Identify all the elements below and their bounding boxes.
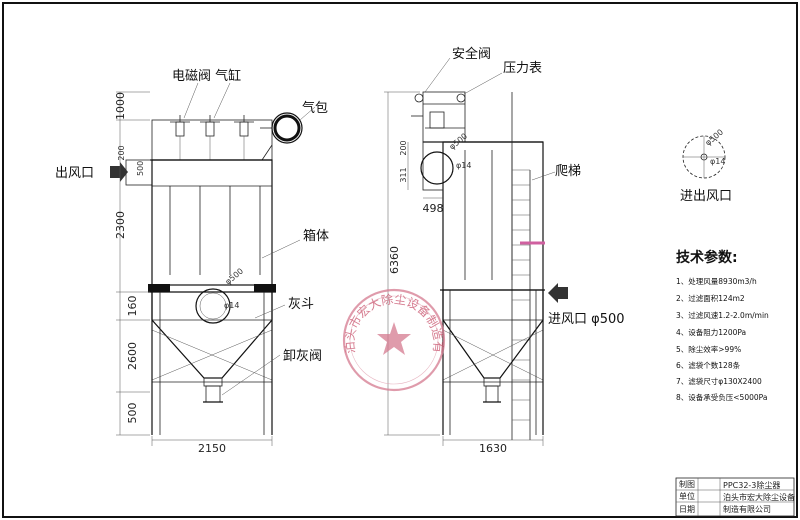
spec-item: 6、滤袋个数128条 <box>676 360 741 370</box>
dim-leg-500: 500 <box>126 403 139 424</box>
pressure-gauge-icon <box>456 93 466 103</box>
dim-hopper-2600: 2600 <box>126 342 139 370</box>
dim-side-200: 200 <box>399 140 408 155</box>
dim-top-1000: 1000 <box>114 92 127 120</box>
safety-valve-icon <box>414 93 424 103</box>
dim-side-311: 311 <box>399 167 408 182</box>
label-discharge-valve: 卸灰阀 <box>283 348 322 364</box>
label-hopper: 灰斗 <box>288 297 314 312</box>
dim-side-498: 498 <box>423 202 444 215</box>
spec-item: 7、滤袋尺寸φ130X2400 <box>676 376 762 386</box>
inlet-arrow-icon <box>548 283 568 303</box>
side-flange-small: φ14 <box>456 161 471 170</box>
inlet-flange-icon <box>195 288 231 324</box>
side-hopper <box>442 290 544 379</box>
specs-title: 技术参数: <box>676 249 738 266</box>
dim-front-width: 2150 <box>198 442 226 455</box>
spec-item: 2、过滤面积124m2 <box>676 293 745 303</box>
label-solenoid-cylinder: 电磁阀 气缸 <box>172 68 241 84</box>
title-row-unit: 单位 <box>679 491 695 501</box>
flange-detail: φ500 φ14 进出风口 <box>680 127 732 204</box>
label-inlet: 进风口 φ500 <box>548 312 625 327</box>
label-flange-detail: 进出风口 <box>680 189 732 204</box>
inlet-dia-front: φ500 <box>224 266 246 286</box>
spec-item: 1、处理风量8930m3/h <box>676 276 757 286</box>
box-body <box>151 159 273 286</box>
dim-outlet-200: 200 <box>117 145 126 160</box>
tech-specs: 技术参数: 1、处理风量8930m3/h 2、过滤面积124m2 3、过滤风速1… <box>676 249 769 402</box>
label-ladder: 爬梯 <box>555 164 581 179</box>
title-company-line1: 泊头市宏大除尘设备 <box>723 492 795 502</box>
side-outlet-flange <box>420 151 454 185</box>
side-view: φ500 φ14 <box>384 46 625 455</box>
spec-item: 5、除尘效率>99% <box>676 344 741 354</box>
dim-side-total: 6360 <box>388 246 401 274</box>
dim-side-width: 1630 <box>479 442 507 455</box>
flange-dia-outer: φ500 <box>704 127 726 147</box>
discharge-valve-lower <box>205 385 221 403</box>
label-air-bag: 气包 <box>302 100 328 116</box>
title-row-drawer: 制图 <box>679 479 695 489</box>
label-outlet: 出风口 <box>55 166 94 181</box>
label-box: 箱体 <box>303 228 329 244</box>
air-bag-icon <box>260 112 303 161</box>
spec-item: 4、设备阻力1200Pa <box>676 327 746 337</box>
label-pressure-gauge: 压力表 <box>503 61 542 76</box>
dim-outlet-500: 500 <box>136 161 145 176</box>
stamp-star-icon <box>377 322 411 355</box>
spec-item: 8、设备承受负压<5000Pa <box>676 392 767 402</box>
title-model: PPC32-3除尘器 <box>723 480 780 490</box>
front-view: 500 φ500 φ14 <box>55 68 329 455</box>
flange-dia-hole: φ14 <box>710 157 725 166</box>
cylinder-icon <box>170 115 254 160</box>
title-block: 制图 单位 日期 PPC32-3除尘器 泊头市宏大除尘设备 制造有限公司 <box>675 477 795 517</box>
title-company-line2: 制造有限公司 <box>723 504 771 514</box>
spec-item: 3、过滤风速1.2-2.0m/min <box>676 310 769 320</box>
label-safety-valve: 安全阀 <box>452 46 491 62</box>
flange-right <box>254 284 276 292</box>
header-frame <box>151 119 273 161</box>
dim-hopper-160: 160 <box>126 296 139 317</box>
title-row-date: 日期 <box>679 505 695 514</box>
outlet-arrow-icon <box>110 162 128 182</box>
hopper-cone <box>151 292 273 379</box>
ladder-icon <box>511 92 545 440</box>
dim-box-2300: 2300 <box>114 211 127 239</box>
flange-left <box>148 284 170 292</box>
inlet-small-front: φ14 <box>224 301 239 310</box>
